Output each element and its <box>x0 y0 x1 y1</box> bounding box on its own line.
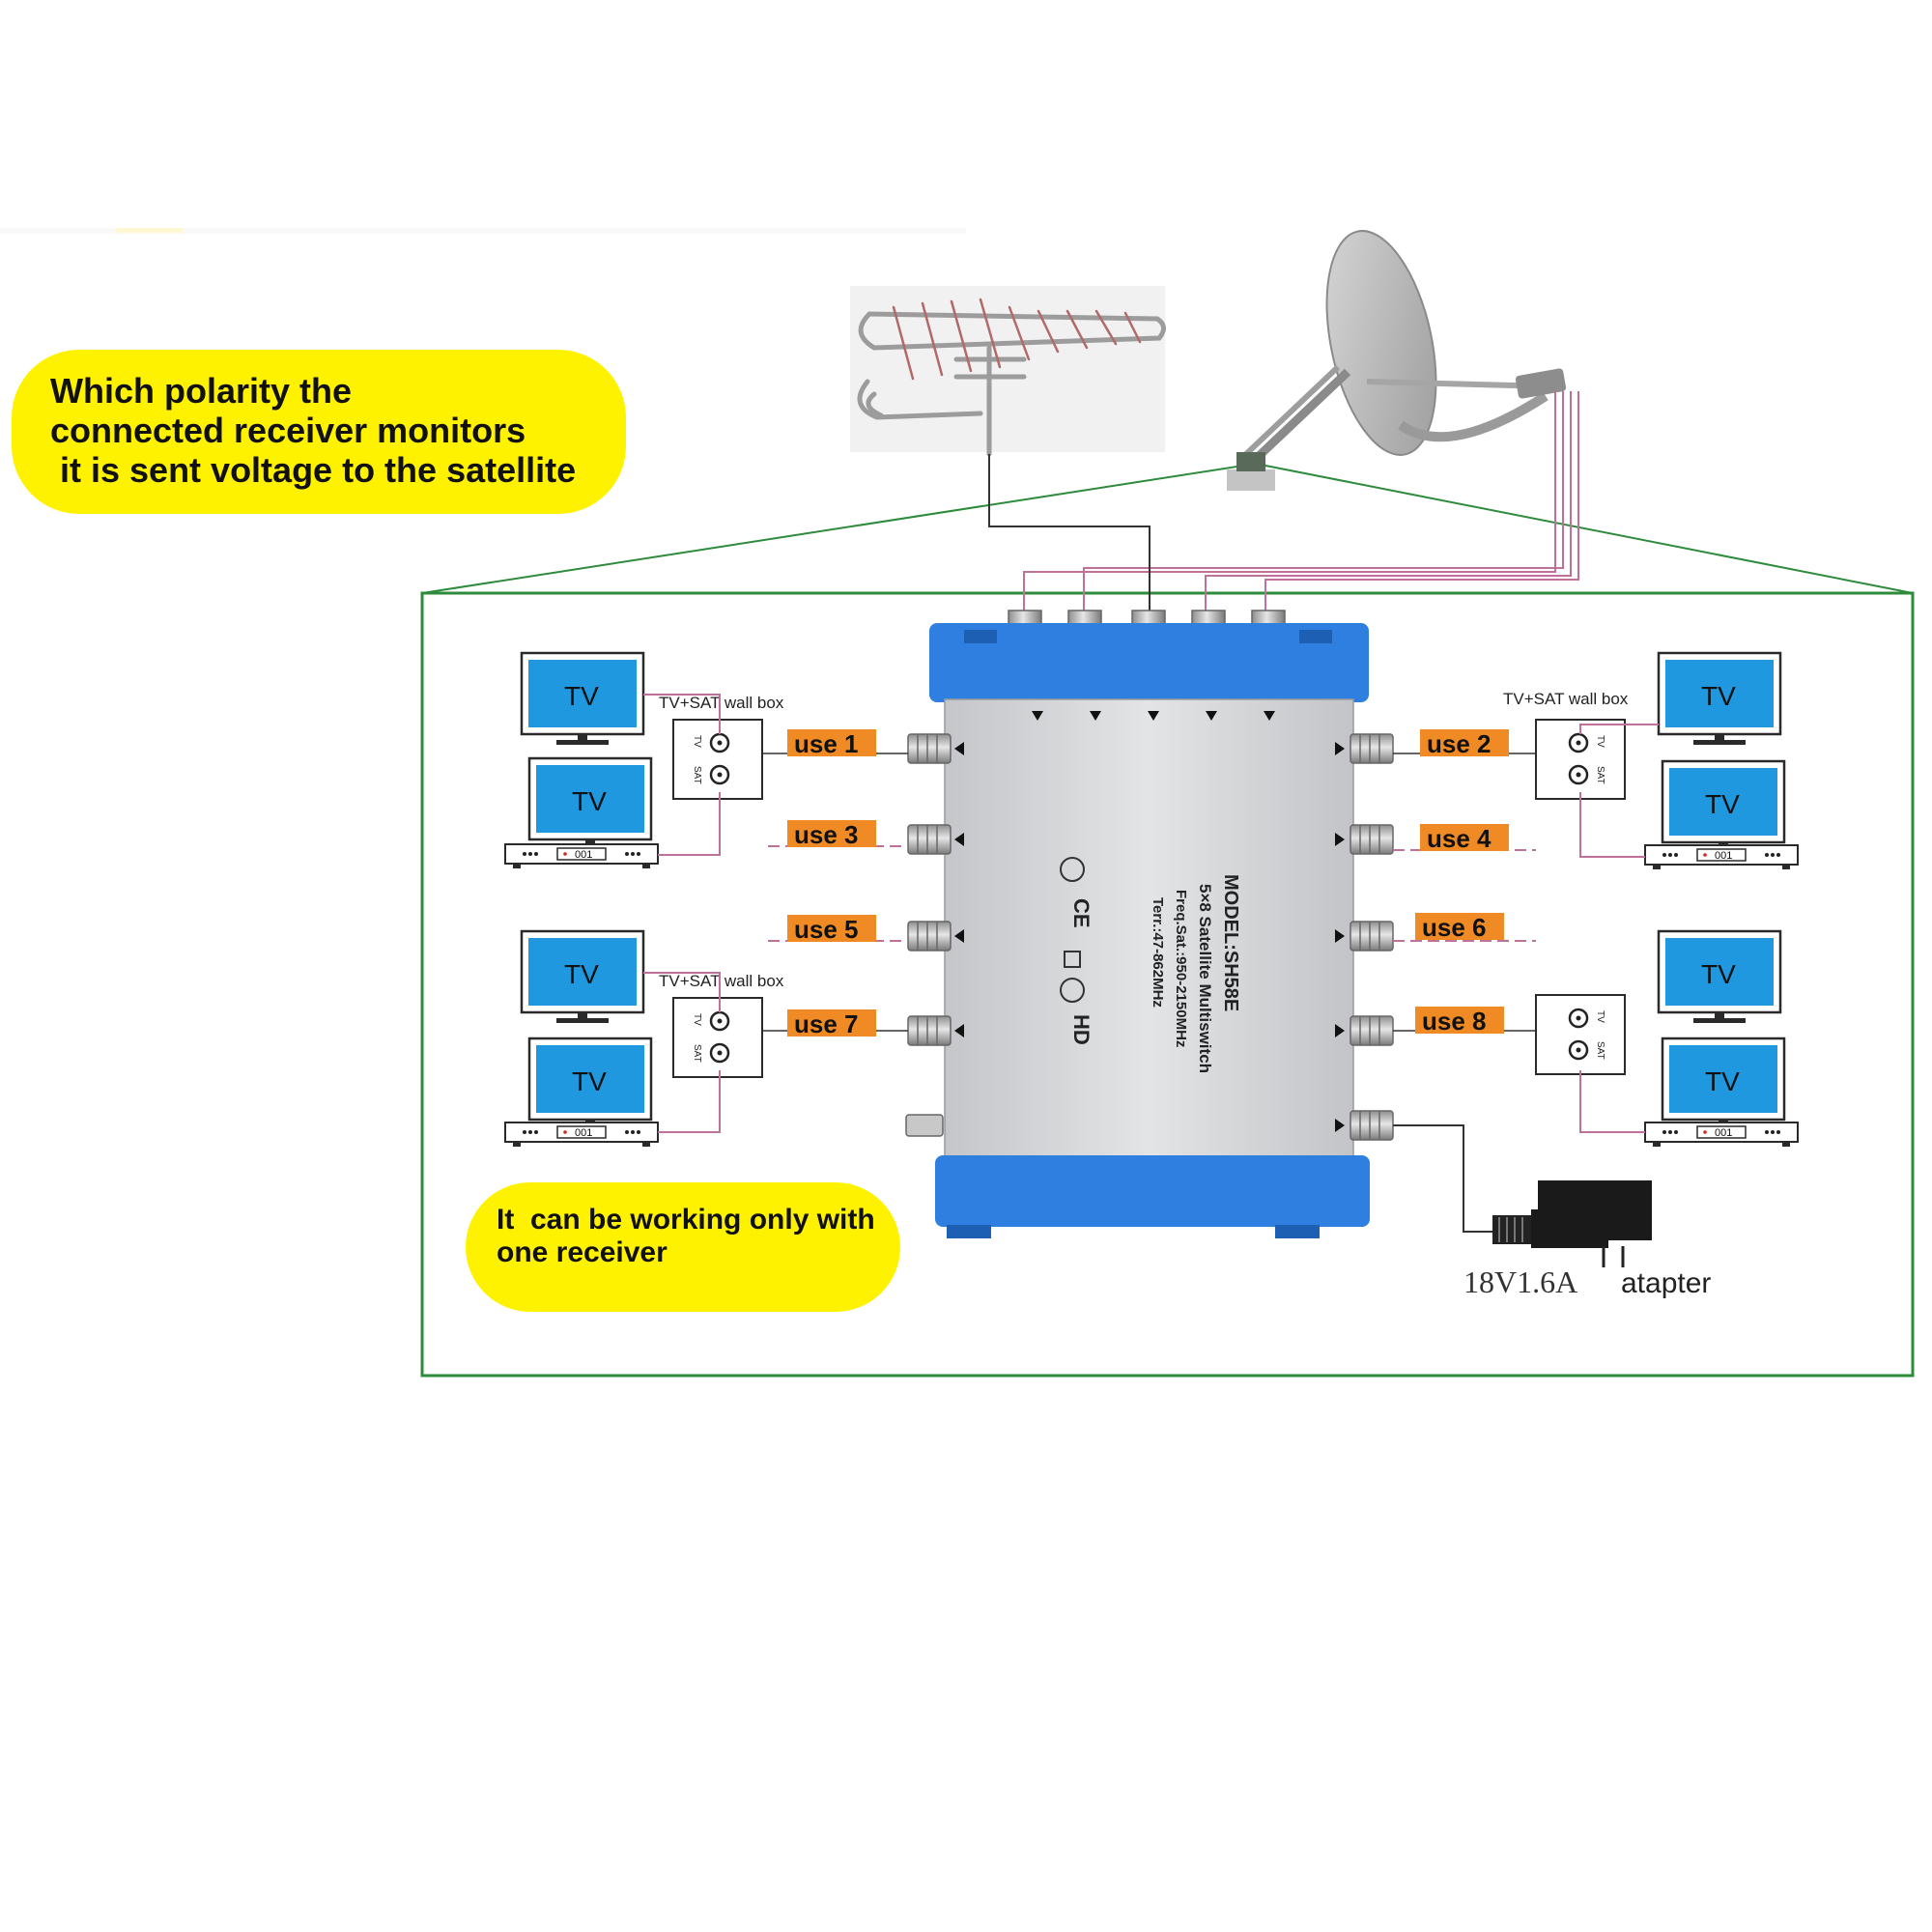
adapter-rating: 18V1.6A <box>1463 1264 1577 1299</box>
tv-label: TV <box>1701 681 1736 711</box>
tv-icon: TV <box>527 756 653 852</box>
polarity-callout-line-2: connected receiver monitors <box>50 411 526 450</box>
tv-label: TV <box>572 786 607 816</box>
single-receiver-callout-line-1: It can be working only with <box>497 1204 875 1236</box>
cert-symbols <box>1060 857 1085 1003</box>
tv-icon: TV <box>1657 651 1782 747</box>
tv-group-left-lower: TV TV 001 TV SAT TV+SAT wall box <box>504 929 784 1148</box>
wall-box-sat-port: SAT <box>692 1044 702 1063</box>
diagram-frame <box>420 591 1915 1378</box>
output-tag-label: use 5 <box>794 915 859 944</box>
receiver-icon: 001 <box>504 1122 659 1148</box>
output-tag-use-5: use 5 <box>787 915 876 944</box>
wall-box-tv-port: TV <box>692 735 702 748</box>
wall-box-label: TV+SAT wall box <box>1503 690 1629 708</box>
hd-mark: HD <box>1069 1014 1094 1045</box>
polarity-callout: Which polarity the connected receiver mo… <box>12 350 626 514</box>
wall-box-label: TV+SAT wall box <box>659 972 784 990</box>
cert-marks: CE HD <box>1069 898 1094 1045</box>
satellite-dish-icon <box>1227 230 1567 491</box>
receiver-icon: 001 <box>1644 844 1799 870</box>
ce-mark: CE <box>1069 898 1094 928</box>
background-streaks <box>0 228 966 234</box>
output-tag-label: use 7 <box>794 1009 859 1038</box>
freq-sat-text: Freq.Sat.:950-2150MHz <box>1173 890 1189 1047</box>
output-tag-use-1: use 1 <box>787 729 876 758</box>
receiver-display: 001 <box>1715 850 1732 862</box>
freq-terr-text: Terr.:47-862MHz <box>1150 897 1166 1008</box>
polarity-callout-line-1: Which polarity the <box>50 371 353 411</box>
output-tag-label: use 1 <box>794 729 859 758</box>
wall-box-label: TV+SAT wall box <box>659 694 784 712</box>
tv-group-right-lower: TV TV 001 TV SAT <box>1535 929 1799 1148</box>
tv-label: TV <box>572 1066 607 1096</box>
output-tag-label: use 3 <box>794 820 859 849</box>
tv-group-left-upper: TV TV 001 TV SAT TV+SAT wall box <box>504 651 784 869</box>
terrestrial-cable <box>988 454 1151 620</box>
single-receiver-callout-line-2: one receiver <box>497 1236 668 1268</box>
wall-box-sat-port: SAT <box>1595 766 1605 784</box>
tv-group-right-upper: TV TV 001 TV SAT TV+SAT wall box <box>1503 651 1799 870</box>
tv-label: TV <box>1701 959 1736 989</box>
wall-box-icon: TV SAT <box>1535 994 1626 1075</box>
tv-label: TV <box>1705 1066 1740 1096</box>
output-tag-use-4: use 4 <box>1420 824 1509 853</box>
output-tag-label: use 6 <box>1422 913 1487 942</box>
output-tag-use-7: use 7 <box>787 1009 876 1038</box>
output-tag-use-6: use 6 <box>1415 913 1504 942</box>
output-tag-use-3: use 3 <box>787 820 876 849</box>
output-tag-use-8: use 8 <box>1415 1007 1504 1036</box>
output-tag-use-2: use 2 <box>1420 729 1509 758</box>
wall-box-tv-port: TV <box>692 1013 702 1026</box>
product-name-text: 5×8 Satellite Multiswitch <box>1196 884 1214 1073</box>
perspective-lines <box>421 463 1914 594</box>
polarity-callout-line-3: it is sent voltage to the satellite <box>50 450 577 490</box>
wall-box-sat-port: SAT <box>1595 1041 1605 1060</box>
multiswitch-label-block: MODEL:SH58E 5×8 Satellite Multiswitch Fr… <box>1150 874 1241 1073</box>
output-tag-label: use 8 <box>1422 1007 1487 1036</box>
receiver-icon: 001 <box>1644 1122 1799 1148</box>
power-adapter-icon <box>1492 1180 1652 1267</box>
tv-icon: TV <box>1661 1037 1786 1132</box>
receiver-display: 001 <box>1715 1127 1732 1139</box>
tv-icon: TV <box>520 929 645 1025</box>
uhf-antenna-icon <box>850 286 1166 457</box>
wall-box-icon: TV SAT <box>672 719 763 800</box>
model-text: MODEL:SH58E <box>1220 874 1241 1011</box>
ground-terminal <box>905 1114 944 1137</box>
tv-label: TV <box>1705 789 1740 819</box>
wall-box-sat-port: SAT <box>692 766 702 784</box>
tv-icon: TV <box>1661 759 1786 855</box>
receiver-icon: 001 <box>504 843 659 869</box>
output-tag-label: use 4 <box>1427 824 1492 853</box>
single-receiver-callout: It can be working only with one receiver <box>466 1182 900 1312</box>
lnb-cables <box>1023 391 1579 620</box>
receiver-display: 001 <box>575 1127 592 1139</box>
wall-box-icon: TV SAT <box>672 997 763 1078</box>
adapter-label: atapter <box>1621 1267 1711 1299</box>
tv-label: TV <box>564 681 599 711</box>
output-tag-label: use 2 <box>1427 729 1492 758</box>
tv-icon: TV <box>520 651 645 747</box>
tv-icon: TV <box>1657 929 1782 1025</box>
receiver-display: 001 <box>575 849 592 861</box>
multiswitch-device: MODEL:SH58E 5×8 Satellite Multiswitch Fr… <box>905 610 1394 1238</box>
wall-box-tv-port: TV <box>1595 1010 1605 1023</box>
tv-icon: TV <box>527 1037 653 1132</box>
wall-box-tv-port: TV <box>1595 735 1605 748</box>
tv-label: TV <box>564 959 599 989</box>
